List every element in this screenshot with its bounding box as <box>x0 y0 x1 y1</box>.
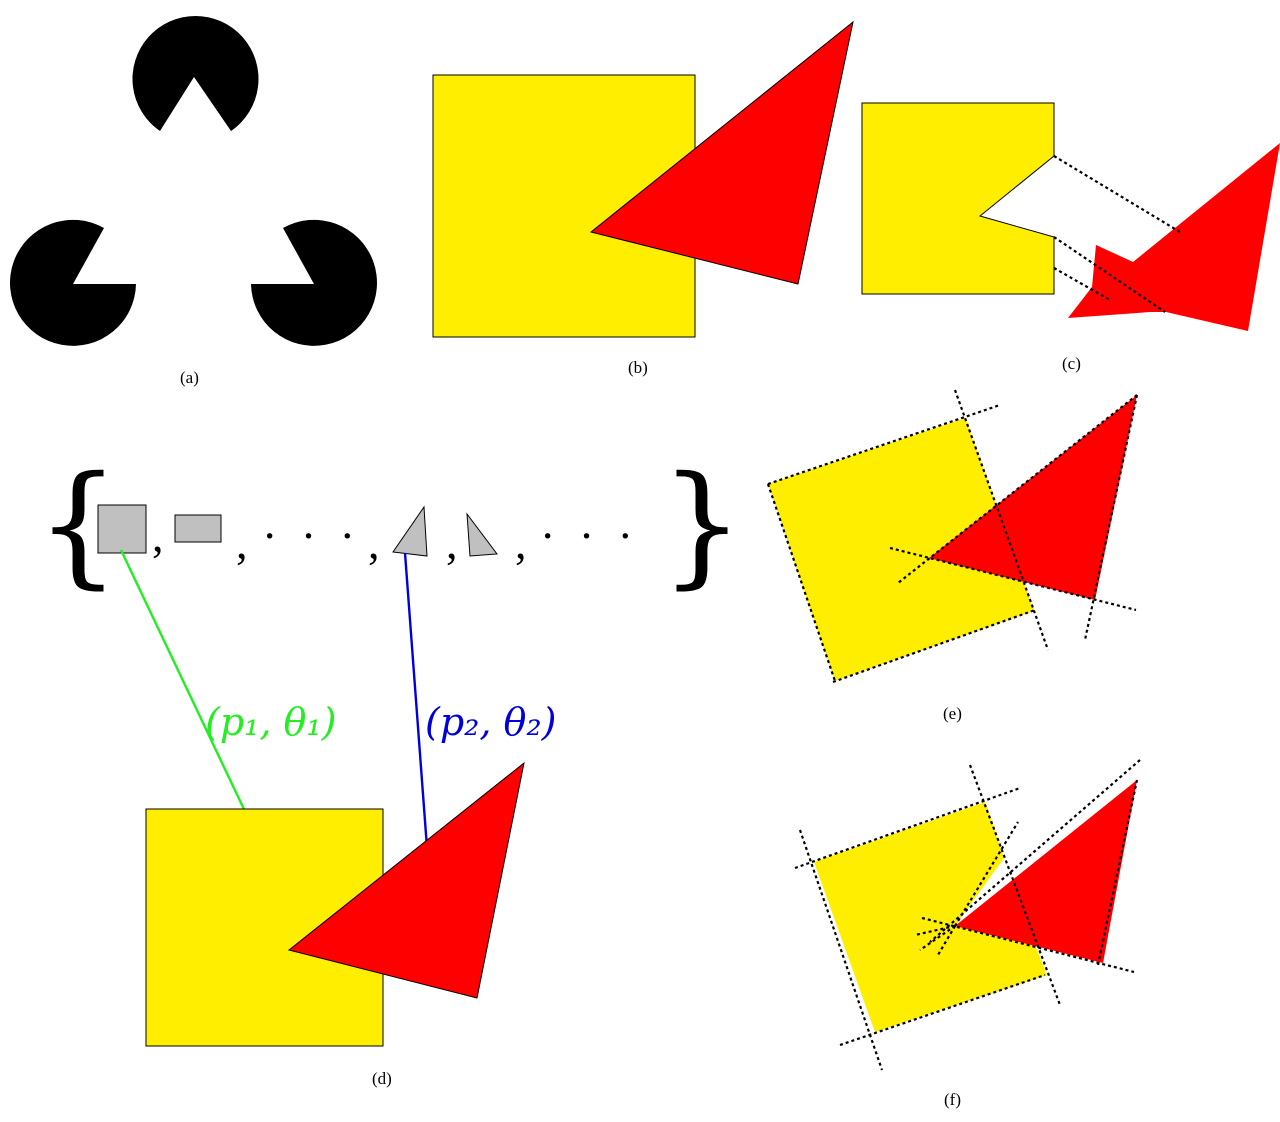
caption-e: (e) <box>943 704 962 723</box>
caption-b: (b) <box>628 358 648 377</box>
panel-a-kanizsa: (a) <box>10 15 377 387</box>
dashed-triangle-left <box>897 394 1138 584</box>
dashed-f-square-left <box>798 829 884 1071</box>
dashed-triangle-bottom <box>889 546 1137 612</box>
arrow-param2 <box>403 552 436 890</box>
dashed-f-square-right <box>968 764 1062 1006</box>
dashed-f-fan-4 <box>914 924 956 937</box>
dashed-square-right <box>953 389 1050 651</box>
dashed-f-fan-2 <box>919 925 956 951</box>
dashed-square-left <box>766 483 837 682</box>
dashed-link-2 <box>1053 236 1166 313</box>
caption-d: (d) <box>372 1069 392 1088</box>
red-triangle-rotated <box>929 395 1137 600</box>
dashed-f-fan-1 <box>954 821 1019 927</box>
comma-3: , <box>368 517 380 568</box>
dashed-f-square-bottom <box>839 973 1046 1047</box>
panel-d-dictionary: { , , · · · , , , · · · } (p₁, θ₁) (p₂, … <box>36 448 744 1088</box>
red-triangle-occluded <box>1068 143 1280 331</box>
caption-a: (a) <box>180 368 199 387</box>
atom-rectangle-small <box>174 514 222 543</box>
ellipsis-2: · · · <box>540 510 639 561</box>
caption-c: (c) <box>1062 354 1081 373</box>
dashed-f-triangle-bottom <box>921 916 1135 974</box>
red-triangle-composed <box>287 761 525 999</box>
label-param1: (p₁, θ₁) <box>205 700 336 744</box>
caption-f: (f) <box>944 1090 961 1109</box>
label-param2: (p₂, θ₂) <box>425 700 556 744</box>
dashed-f-triangle-right <box>1096 779 1139 966</box>
pacman-top <box>132 15 259 131</box>
atom-square-large <box>97 504 147 554</box>
panel-f-occlusion-rotated: (f) <box>794 759 1141 1109</box>
yellow-square-occluded <box>861 102 1055 295</box>
atom-triangle-2 <box>466 512 498 557</box>
panel-c-occlusion: (c) <box>861 102 1280 373</box>
ellipsis-1: · · · <box>262 510 361 561</box>
pacman-bottom-left <box>10 219 137 346</box>
comma-2: , <box>236 517 248 568</box>
yellow-square-rotated <box>768 418 1034 681</box>
red-triangle <box>589 20 854 285</box>
dashed-link-1 <box>1053 155 1181 233</box>
pacman-bottom-right <box>251 219 377 346</box>
comma-5: , <box>515 517 527 568</box>
atom-triangle-1 <box>392 505 428 557</box>
red-triangle-notched <box>955 780 1137 963</box>
panel-b-shapes: (b) <box>432 20 854 377</box>
yellow-square-notched <box>814 802 1047 1032</box>
close-brace: } <box>660 448 744 602</box>
comma-1: , <box>152 510 164 561</box>
comma-4: , <box>446 517 458 568</box>
dashed-square-top <box>767 403 1001 486</box>
dashed-f-triangle-left <box>929 759 1141 943</box>
dashed-link-3 <box>1053 267 1111 301</box>
panel-e-rotated: (e) <box>766 389 1139 723</box>
